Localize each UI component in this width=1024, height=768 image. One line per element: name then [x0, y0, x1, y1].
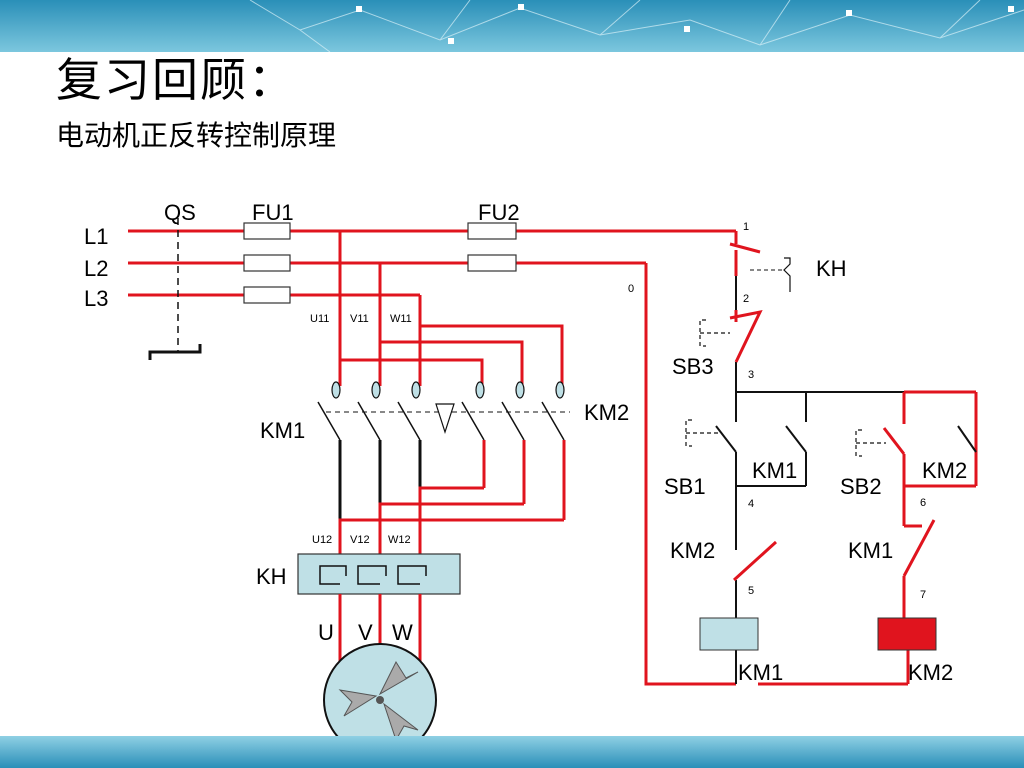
page-title: 复习回顾： — [56, 53, 296, 107]
label-fu1: FU1 — [252, 200, 294, 225]
label-l2: L2 — [84, 256, 108, 281]
label-kh-main: KH — [256, 564, 287, 589]
label-sb2: SB2 — [840, 474, 882, 499]
label-v12: V12 — [350, 534, 370, 546]
label-km1-coil: KM1 — [738, 660, 783, 685]
label-km2-coil: KM2 — [908, 660, 953, 685]
motor-reversing-schematic: L1 L2 L3 QS FU1 FU2 U11 V11 W11 KM1 KM2 … — [84, 200, 978, 736]
fu2-fuses — [467, 222, 517, 272]
label-kh-ctrl: KH — [816, 256, 847, 281]
node-5: 5 — [748, 585, 754, 597]
label-km2-main: KM2 — [584, 400, 629, 425]
label-sb3: SB3 — [672, 354, 714, 379]
km1-main-contacts — [317, 401, 421, 441]
label-w12: W12 — [388, 534, 411, 546]
node-6: 6 — [920, 497, 926, 509]
label-u12: U12 — [312, 534, 332, 546]
km2-interlock-contact — [732, 540, 778, 582]
kh-nc-contact — [729, 242, 791, 292]
label-km2-hold: KM2 — [922, 458, 967, 483]
label-km1-main: KM1 — [260, 418, 305, 443]
node-1: 1 — [743, 221, 749, 233]
km2-branch-wiring — [902, 390, 978, 684]
label-v11: V11 — [350, 313, 369, 325]
contactor-terminals — [331, 381, 565, 399]
kh-thermal-relay — [297, 553, 461, 595]
node-2: 2 — [743, 293, 749, 305]
label-l3: L3 — [84, 286, 108, 311]
node-3: 3 — [748, 369, 754, 381]
km1-coil — [699, 617, 759, 651]
label-km1-interlock: KM1 — [848, 538, 893, 563]
page-subtitle: 电动机正反转控制原理 — [56, 119, 337, 152]
motor-leads — [338, 594, 422, 664]
label-l1: L1 — [84, 224, 108, 249]
label-u11: U11 — [310, 313, 329, 325]
label-km1-hold: KM1 — [752, 458, 797, 483]
node-4: 4 — [748, 498, 754, 510]
label-sb1: SB1 — [664, 474, 706, 499]
label-w: W — [392, 620, 413, 645]
km2-holding-contact — [957, 425, 977, 453]
header-band — [0, 0, 1024, 52]
label-u: U — [318, 620, 334, 645]
node-7: 7 — [920, 589, 926, 601]
label-v: V — [358, 620, 373, 645]
label-w11: W11 — [390, 313, 412, 325]
km2-return-conductors — [338, 440, 566, 554]
qs-switch — [148, 218, 202, 360]
km2-coil — [877, 617, 937, 651]
km1-interlock-contact — [902, 519, 936, 577]
label-km2-interlock: KM2 — [670, 538, 715, 563]
label-qs: QS — [164, 200, 196, 225]
fu1-fuses — [243, 222, 291, 304]
control-wiring-red — [644, 231, 908, 686]
sb3-stop-button — [699, 309, 763, 363]
control-wiring-black — [735, 276, 904, 684]
km2-main-contacts — [461, 401, 565, 441]
motor-icon — [323, 643, 437, 736]
label-fu2: FU2 — [478, 200, 520, 225]
footer-band — [0, 736, 1024, 768]
node-0: 0 — [628, 283, 634, 295]
sb1-start-button — [685, 419, 737, 453]
km1-holding-contact — [785, 425, 807, 453]
interlock-triangle — [435, 403, 455, 434]
sb2-start-button — [855, 427, 906, 457]
main-conductors — [338, 231, 564, 386]
